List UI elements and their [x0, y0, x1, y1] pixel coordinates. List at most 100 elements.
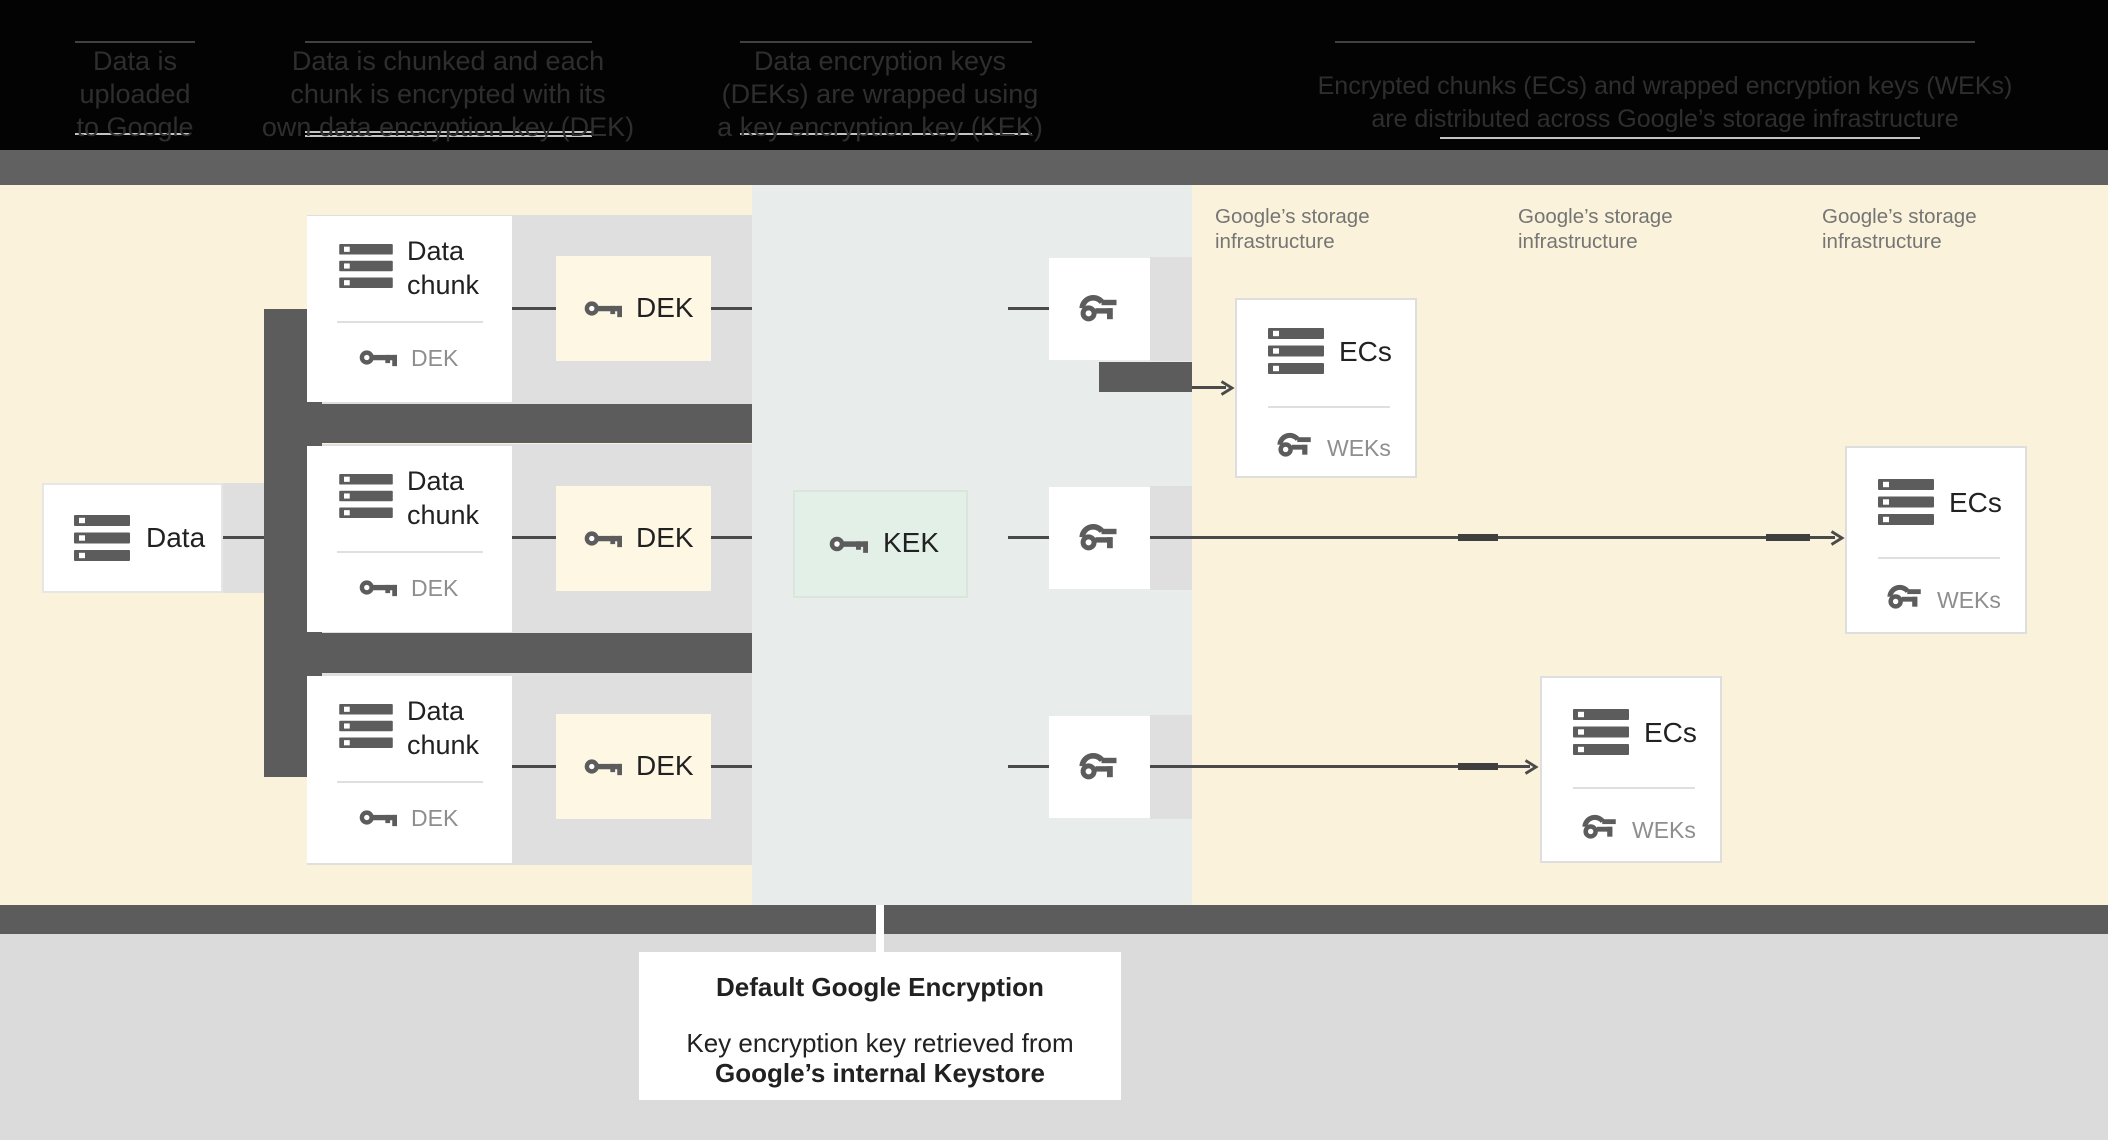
- ecs-server-icon: [1268, 328, 1324, 374]
- header-text: Data is chunked and each: [291, 46, 605, 76]
- connector-line: [512, 307, 556, 310]
- key-row-strip: [1150, 257, 1192, 361]
- header-underline: [1440, 137, 1920, 139]
- connector-line: [223, 536, 264, 539]
- data-chunk-title-line1: Data: [407, 466, 465, 496]
- storage-label: Google’s storage infrastructure: [1215, 204, 1370, 254]
- storage-label-line2: infrastructure: [1215, 230, 1335, 253]
- data-server-icon: [74, 515, 130, 561]
- data-chunk-title-line1: Data: [407, 696, 465, 726]
- data-chunk-title-line1: Data: [407, 236, 465, 266]
- header-text: are distributed across Google’s storage …: [1371, 105, 1959, 133]
- header-underline: [75, 133, 190, 135]
- header-text: Data is: [92, 46, 178, 76]
- wrapped-key-box: [1049, 716, 1150, 818]
- caption-title: Default Google Encryption: [716, 972, 1044, 1002]
- data-box: Data: [42, 483, 223, 593]
- weks-key-icon: [1277, 432, 1313, 459]
- header-col-distribution: Encrypted chunks (ECs) and wrapped encry…: [1315, 70, 2015, 136]
- dek-box-label: DEK: [636, 750, 694, 781]
- header-text: uploaded: [79, 79, 191, 109]
- data-chunk-box: Data chunk DEK: [307, 446, 512, 632]
- arrow-line-ecs3: [1150, 765, 1530, 768]
- ecs-box-label: ECs: [1644, 717, 1697, 748]
- header-underline: [305, 131, 592, 133]
- data-chunk-title-line2: chunk: [407, 730, 480, 760]
- dek-key-icon: [359, 348, 397, 367]
- connector-line: [1008, 765, 1049, 768]
- header-underline: [740, 133, 1032, 135]
- dek-key-label: DEK: [411, 575, 459, 601]
- storage-label-line1: Google’s storage: [1518, 205, 1673, 228]
- header-text: a key encryption key (KEK): [717, 112, 1043, 142]
- connector-line: [711, 307, 752, 310]
- arrowhead-icon: [1219, 379, 1235, 397]
- caption-connector: [876, 905, 884, 952]
- caption-box: Default Google Encryption Key encryption…: [639, 952, 1121, 1100]
- connector-line: [1008, 307, 1049, 310]
- dek-key-label: DEK: [411, 805, 459, 831]
- ecs-box: ECs WEKs: [1540, 676, 1722, 863]
- key-icon: [584, 757, 622, 776]
- ecs-box: ECs WEKs: [1235, 298, 1417, 478]
- dek-key-label: DEK: [411, 345, 459, 371]
- caption-line1: Key encryption key retrieved from: [686, 1028, 1074, 1058]
- data-chunk-title-line2: chunk: [407, 500, 480, 530]
- header-rule: [75, 41, 195, 43]
- connector-line: [711, 536, 752, 539]
- data-chunk-server-icon: [338, 244, 394, 288]
- weks-key-icon: [1582, 814, 1618, 841]
- arrow-line-ecs1: [1192, 386, 1226, 389]
- header-rule: [305, 41, 592, 43]
- data-chunk-title-line2: chunk: [407, 270, 480, 300]
- header-underline: [305, 135, 592, 137]
- key-icon: [584, 529, 622, 548]
- storage-label: Google’s storage infrastructure: [1518, 204, 1673, 254]
- data-box-label: Data: [146, 522, 206, 553]
- data-chunk-server-icon: [338, 704, 394, 748]
- arrow-dash: [1458, 534, 1498, 541]
- weks-label: WEKs: [1632, 817, 1696, 843]
- divider: [1268, 406, 1390, 408]
- header-col-upload: Data is uploaded to Google: [35, 45, 235, 144]
- header-text: to Google: [76, 112, 194, 142]
- arrowhead-icon: [1829, 529, 1845, 547]
- header-rule: [740, 41, 1032, 43]
- storage-label-line1: Google’s storage: [1215, 205, 1370, 228]
- weks-key-icon: [1887, 584, 1923, 611]
- wrapped-key-box: [1049, 487, 1150, 589]
- storage-label-line2: infrastructure: [1822, 230, 1942, 253]
- divider: [1573, 787, 1695, 789]
- bottom-divider-band: [0, 905, 2108, 934]
- kek-box-label: KEK: [883, 527, 940, 558]
- connector-line: [1008, 536, 1049, 539]
- branch-bar: [264, 633, 752, 673]
- ecs-server-icon: [1573, 709, 1629, 755]
- arrow-dash: [1458, 763, 1498, 770]
- ecs-box-label: ECs: [1339, 336, 1392, 367]
- connector-line: [512, 536, 556, 539]
- wrapped-key-icon: [1079, 294, 1119, 324]
- dek-box: DEK: [556, 714, 711, 819]
- caption-line2: Google’s internal Keystore: [715, 1058, 1045, 1088]
- wrapped-key-box: [1049, 258, 1150, 360]
- header-text: chunk is encrypted with its: [290, 79, 606, 109]
- header-band: [0, 0, 2108, 150]
- top-divider-band: [0, 150, 2108, 185]
- connector-line: [512, 765, 556, 768]
- arrow-dash: [1766, 534, 1810, 541]
- dek-key-icon: [359, 808, 397, 827]
- data-chunk-box: Data chunk DEK: [307, 216, 512, 402]
- data-chunk-server-icon: [338, 474, 394, 518]
- kek-box: KEK: [793, 490, 968, 598]
- weks-label: WEKs: [1327, 435, 1391, 461]
- ecs-box-label: ECs: [1949, 487, 2002, 518]
- header-rule: [1335, 41, 1975, 43]
- wrapped-key-icon: [1079, 523, 1119, 553]
- divider: [337, 781, 483, 783]
- key-icon: [584, 299, 622, 318]
- dek-box: DEK: [556, 256, 711, 361]
- weks-label: WEKs: [1937, 587, 2001, 613]
- dek-box: DEK: [556, 486, 711, 591]
